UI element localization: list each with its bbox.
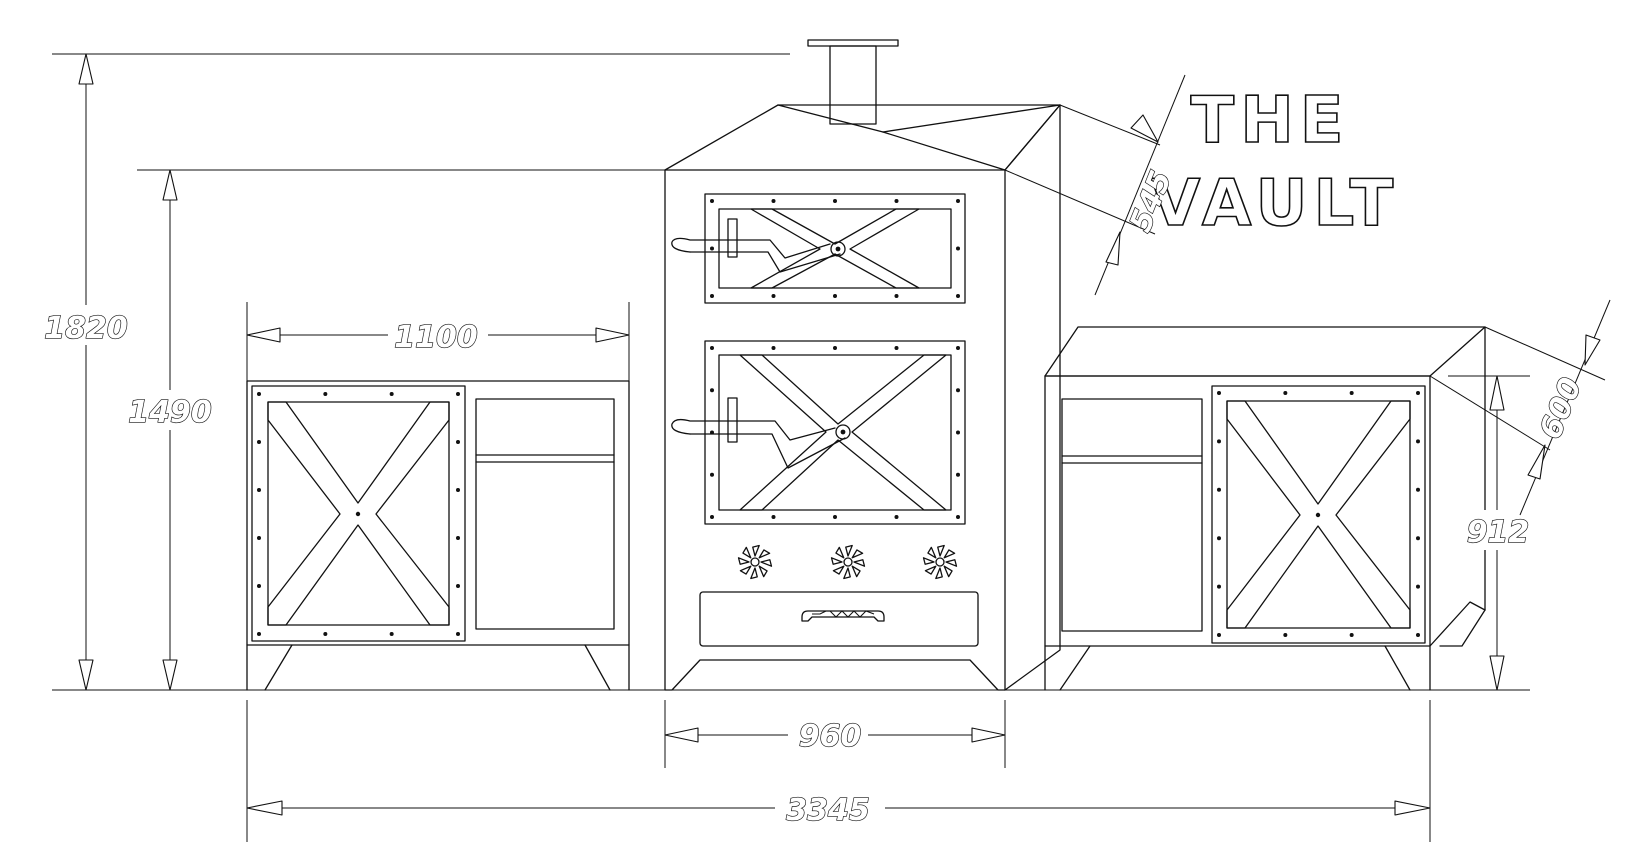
- bolt-dot: [257, 584, 261, 588]
- bolt-dot: [257, 536, 261, 540]
- bolt-dot: [956, 199, 960, 203]
- bolt-dot: [894, 515, 899, 519]
- bolt-dot: [771, 199, 776, 203]
- bolt-dot: [323, 632, 328, 636]
- bolt-dot: [456, 392, 460, 396]
- dim-right-cabinet-depth: 600: [1533, 373, 1589, 444]
- title-line-1: THE: [1191, 84, 1350, 158]
- dim-overall-height: 1820: [44, 311, 128, 346]
- left-cabinet-x-door: [251, 385, 466, 642]
- bolt-dot: [833, 515, 837, 519]
- bolt-dot: [710, 430, 714, 435]
- dim-overall-width: 3345: [786, 793, 870, 828]
- bolt-dot: [771, 294, 776, 298]
- bolt-dot: [1217, 633, 1221, 637]
- chimney: [807, 39, 899, 125]
- bolt-dot: [257, 392, 261, 396]
- bolt-dot: [1416, 633, 1420, 637]
- bolt-dot: [323, 392, 328, 396]
- bolt-dots: [257, 199, 1420, 637]
- dim-left-cabinet-width: 1100: [394, 320, 478, 355]
- bolt-dot: [710, 388, 714, 393]
- bolt-dot: [956, 515, 960, 519]
- right-cabinet: [1044, 326, 1486, 691]
- bolt-dot: [1217, 536, 1221, 541]
- bolt-dot: [1349, 391, 1354, 395]
- bolt-dot: [894, 199, 899, 203]
- bolt-dot: [456, 488, 460, 492]
- bolt-dot: [833, 346, 837, 350]
- dim-right-cabinet-height: 912: [1467, 515, 1530, 550]
- bolt-dot: [894, 294, 899, 298]
- bolt-dot: [771, 515, 776, 519]
- bolt-dot: [1416, 439, 1420, 444]
- right-cabinet-x-door: [1211, 385, 1426, 644]
- bolt-dot: [257, 632, 261, 636]
- bolt-dot: [956, 294, 960, 298]
- bolt-dot: [956, 346, 960, 350]
- bolt-dot: [956, 246, 960, 251]
- oven-upper-door: [671, 193, 966, 304]
- oven-lower-door: [671, 340, 966, 525]
- bolt-dot: [1416, 487, 1420, 492]
- bolt-dot: [456, 584, 460, 588]
- bolt-dot: [710, 472, 714, 477]
- bolt-dot: [1217, 439, 1221, 444]
- dim-oven-width: 960: [799, 719, 862, 754]
- bolt-dot: [456, 632, 460, 636]
- bolt-dot: [956, 430, 960, 435]
- vent-rosette: [737, 544, 773, 580]
- vent-rosette: [922, 544, 958, 580]
- bolt-dot: [771, 346, 776, 350]
- left-cabinet-side-door: [475, 398, 615, 630]
- oven-vents: [737, 544, 958, 580]
- bolt-dot: [833, 199, 837, 203]
- oven: [664, 39, 1061, 691]
- left-cabinet: [246, 380, 630, 691]
- bolt-dot: [894, 346, 899, 350]
- bolt-dot: [710, 199, 714, 203]
- bolt-dot: [833, 294, 837, 298]
- title-block: THE VAULT: [1150, 83, 1400, 242]
- bolt-dot: [456, 536, 460, 540]
- bolt-dot: [1416, 391, 1420, 395]
- bolt-dot: [1416, 536, 1420, 541]
- bolt-dot: [1217, 487, 1221, 492]
- bolt-dot: [1217, 391, 1221, 395]
- bolt-dot: [710, 294, 714, 298]
- bolt-dot: [956, 472, 960, 477]
- bolt-dot: [1217, 584, 1221, 589]
- bolt-dot: [1349, 633, 1354, 637]
- bolt-dot: [456, 440, 460, 444]
- bolt-dot: [1283, 633, 1288, 637]
- vent-rosette: [830, 544, 866, 580]
- bolt-dot: [389, 392, 394, 396]
- bolt-dot: [257, 488, 261, 492]
- bolt-dot: [710, 346, 714, 350]
- bolt-dot: [1283, 391, 1288, 395]
- bolt-dot: [956, 388, 960, 393]
- bolt-dot: [389, 632, 394, 636]
- bolt-dot: [710, 246, 714, 251]
- oven-ash-drawer: [699, 591, 979, 647]
- right-cabinet-side-door: [1061, 398, 1203, 632]
- title-line-2: VAULT: [1151, 167, 1400, 241]
- bolt-dot: [257, 440, 261, 444]
- dim-oven-body-height: 1490: [128, 395, 212, 430]
- bolt-dot: [710, 515, 714, 519]
- bolt-dot: [1416, 584, 1420, 589]
